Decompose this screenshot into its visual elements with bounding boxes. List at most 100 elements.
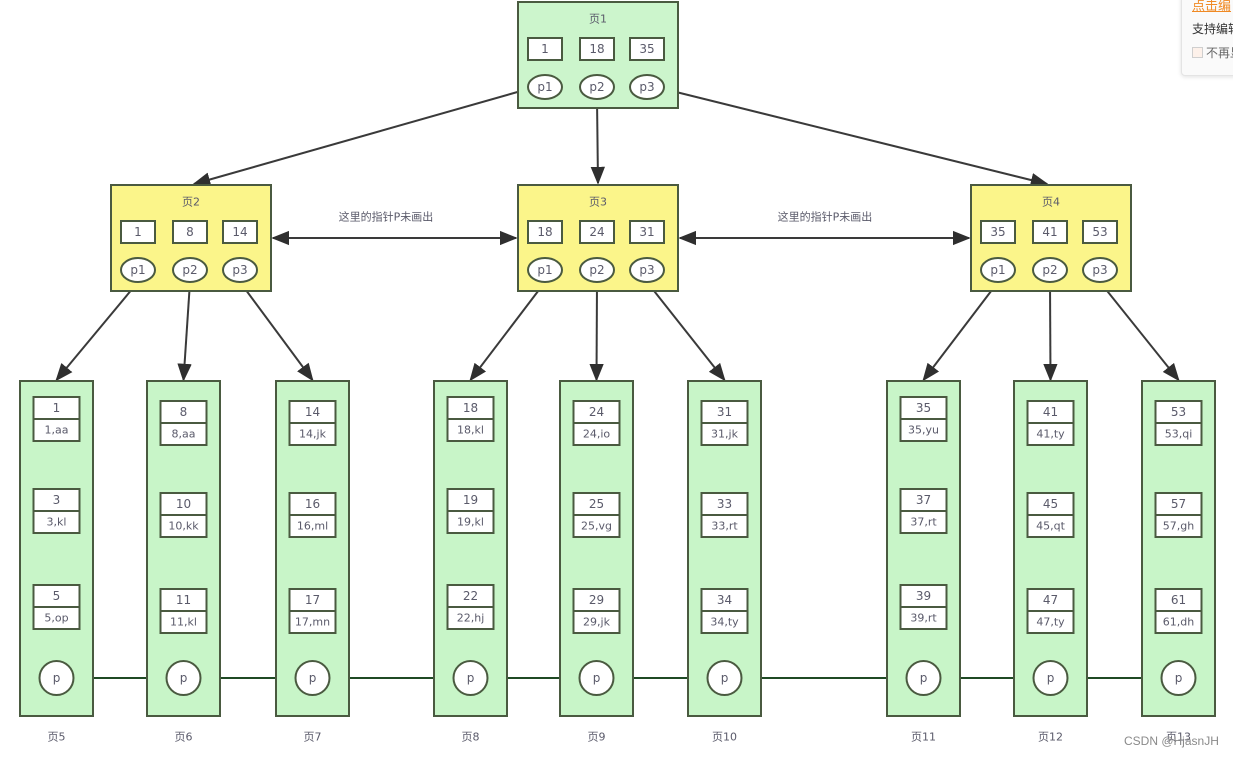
dont-show-checkbox[interactable] <box>1192 47 1203 58</box>
page-label: 页1 <box>589 13 607 26</box>
leaf-pointer <box>706 660 743 696</box>
popup-dont-show-row[interactable]: 不再显 <box>1192 44 1233 61</box>
leaf-page-label: 页7 <box>304 731 322 744</box>
record-key: 34 <box>717 593 732 607</box>
leaf-page-label: 页12 <box>1038 731 1063 744</box>
record-row: 8,aa <box>172 428 196 441</box>
leaf-record: 1 1,aa <box>32 396 81 442</box>
page-4-to-page-13-arrow <box>1099 281 1180 382</box>
record-key: 17 <box>305 593 320 607</box>
pointer-slot <box>579 257 615 283</box>
leaf-pointer <box>294 660 331 696</box>
leaf-pointer-label: p <box>309 671 317 685</box>
leaf-pointer-label: p <box>1175 671 1183 685</box>
record-row: 34,ty <box>710 616 739 629</box>
record-row: 11,kl <box>170 616 197 629</box>
record-row: 18,kl <box>457 424 484 437</box>
key-cell <box>120 220 156 244</box>
record-key: 11 <box>176 593 191 607</box>
record-key: 24 <box>589 405 604 419</box>
record-row: 1,aa <box>45 424 69 437</box>
page-label: 页2 <box>182 196 200 209</box>
record-row: 10,kk <box>168 520 199 533</box>
record-key: 45 <box>1043 497 1058 511</box>
leaf-record: 45 45,qt <box>1026 492 1075 538</box>
pointer-label: p1 <box>990 263 1005 277</box>
page-2-to-page-5-arrow <box>55 281 139 382</box>
record-row: 19,kl <box>457 516 484 529</box>
record-row: 61,dh <box>1163 616 1194 629</box>
record-row: 45,qt <box>1036 520 1065 533</box>
record-row: 57,gh <box>1163 520 1194 533</box>
pointer-label: p2 <box>1042 263 1057 277</box>
leaf-page-label: 页10 <box>712 731 737 744</box>
leaf-pointer-label: p <box>721 671 729 685</box>
record-row: 31,jk <box>711 428 739 441</box>
popup-text: 支持编辑 <box>1192 22 1233 36</box>
root-to-page4-arrow <box>663 88 1049 188</box>
record-key: 10 <box>176 497 191 511</box>
key-value: 8 <box>186 225 194 239</box>
record-key: 16 <box>305 497 320 511</box>
leaf-record: 55,op <box>32 584 81 630</box>
pointer-slot <box>222 257 258 283</box>
key-value: 14 <box>232 225 247 239</box>
leaf-record: 10 10,kk <box>159 492 208 538</box>
pointer-slot <box>172 257 208 283</box>
key-value: 18 <box>589 42 604 56</box>
page-4-to-page-11-arrow <box>922 281 999 382</box>
leaf-page-label: 页9 <box>588 731 606 744</box>
page-label: 页4 <box>1042 196 1060 209</box>
record-key: 1 <box>53 401 61 415</box>
record-row: 5,op <box>44 612 68 625</box>
page-6-leaf: 8 8,aa 10 10,kk 11 11,kl p <box>146 380 221 717</box>
pointer-slot <box>527 257 563 283</box>
page-label: 页3 <box>589 196 607 209</box>
key-cell <box>629 220 665 244</box>
dont-show-label: 不再显 <box>1206 46 1233 60</box>
page-4-to-page-12-arrow <box>1043 281 1058 382</box>
record-key: 57 <box>1171 497 1186 511</box>
pointer-label: p2 <box>589 80 604 94</box>
leaf-page-label: 页5 <box>48 731 66 744</box>
record-key: 19 <box>463 493 478 507</box>
pointer-label: p3 <box>1092 263 1107 277</box>
leaf-pointer <box>578 660 615 696</box>
record-row: 3,kl <box>47 516 67 529</box>
record-row: 22,hj <box>457 612 485 625</box>
record-key: 39 <box>916 589 931 603</box>
leaf-pointer-label: p <box>920 671 928 685</box>
record-key: 22 <box>463 589 478 603</box>
record-key: 8 <box>180 405 188 419</box>
leaf-pointer-label: p <box>593 671 601 685</box>
root-to-page3-arrow <box>590 98 606 185</box>
record-key: 31 <box>717 405 732 419</box>
key-cell <box>1032 220 1068 244</box>
leaf-record: 11 11,kl <box>159 588 208 634</box>
key-value: 31 <box>639 225 654 239</box>
pointer-label: p3 <box>639 80 654 94</box>
leaf-pointer-label: p <box>180 671 188 685</box>
key-value: 35 <box>639 42 654 56</box>
key-value: 1 <box>134 225 142 239</box>
key-value: 18 <box>537 225 552 239</box>
popup-link[interactable]: 点击编 <box>1192 0 1232 14</box>
pointer-slot <box>120 257 156 283</box>
leaf-pointer <box>1032 660 1069 696</box>
